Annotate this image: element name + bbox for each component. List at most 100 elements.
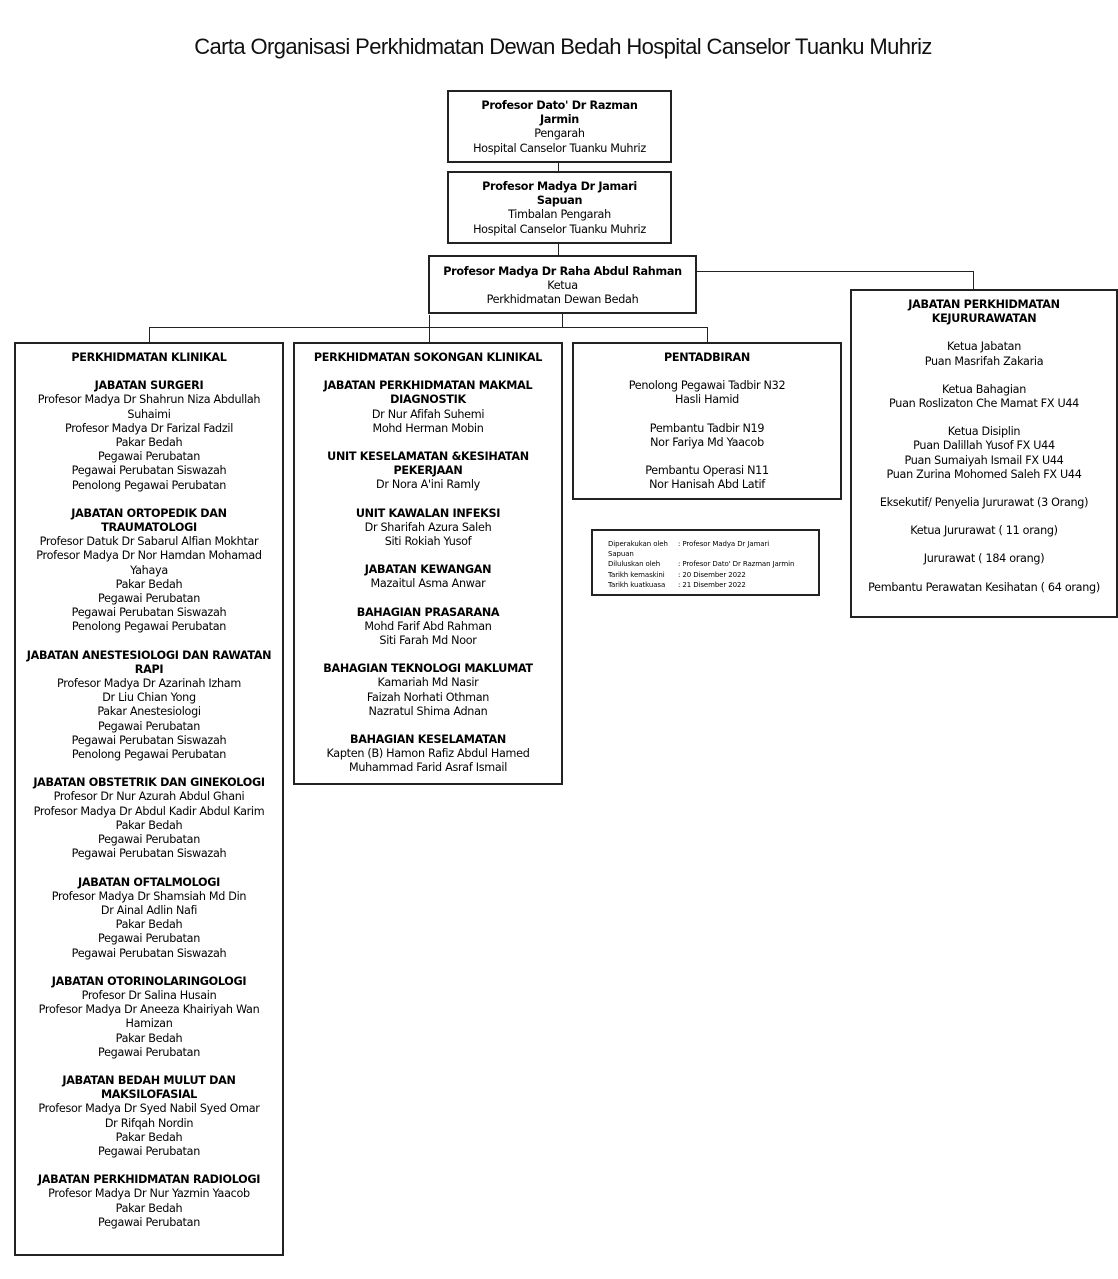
pentadbiran-title: PENTADBIRAN [664,351,750,364]
section-line: Pakar Bedah [115,1130,183,1144]
section-line: Pakar Bedah [115,818,183,832]
pengarah-org: Hospital Canselor Tuanku Muhriz [473,141,646,155]
approval-note-value: : Profesor Madya Dr Jamari [678,540,770,548]
section-line: Hasli Hamid [675,393,739,407]
section-line: Jururawat ( 184 orang) [923,552,1045,566]
section-heading: BAHAGIAN TEKNOLOGI MAKLUMAT [323,662,533,676]
section-line: Pegawai Perubatan [98,719,200,733]
section-heading: JABATAN ANESTESIOLOGI DAN RAWATAN RAPI [26,648,272,676]
section-line: Pembantu Tadbir N19 [649,421,765,435]
approval-note-label: Tarikh kemaskini [608,570,665,579]
ketua-org: Perkhidmatan Dewan Bedah [486,293,639,307]
connector-line [558,243,559,256]
pengarah-role: Pengarah [534,127,585,141]
connector-line [429,315,430,343]
section-line: Ketua Jabatan [946,340,1022,354]
ketua-role: Ketua [547,279,578,293]
section-line: Pegawai Perubatan [98,450,200,464]
approval-note-label: Diperakukan oleh [608,540,668,548]
section-line: Pakar Bedah [115,918,183,932]
connector-line [562,313,563,328]
section-line: Dr Liu Chian Yong [102,691,196,705]
section-line: Kamariah Md Nasir [377,676,479,690]
section-line: Profesor Madya Dr Nur Yazmin Yaacob [48,1187,250,1201]
ketua-name: Profesor Madya Dr Raha Abdul Rahman [443,265,682,278]
section-line: Penolong Pegawai Perubatan [71,748,227,762]
approval-note-value: : 20 Disember 2022 [678,570,746,579]
section-line: Pegawai Perubatan Siswazah [71,733,227,747]
section-line: Pegawai Perubatan Siswazah [71,464,227,478]
approval-note-row: Tarikh kuatkuasa : 21 Disember 2022 [608,580,818,590]
section-line: Pegawai Perubatan Siswazah [71,946,227,960]
approval-note-label: Tarikh kuatkuasa [608,580,666,589]
section-heading: BAHAGIAN PRASARANA [356,605,500,619]
section-heading: UNIT KAWALAN INFEKSI [355,506,501,520]
connector-line [558,162,559,173]
section-line: Pegawai Perubatan Siswazah [71,847,227,861]
approval-notes-box: Diperakukan oleh : Profesor Madya Dr Jama… [591,529,820,596]
section-heading: JABATAN BEDAH MULUT DAN MAKSILOFASIAL [62,1073,236,1102]
connector-line [695,271,974,272]
section-line: Profesor Madya Dr Nor Hamdan Mohamad Yah… [36,549,262,577]
section-line: Puan Zurina Mohomed Saleh FX U44 [886,467,1082,481]
connector-line [149,327,708,328]
timbalan-name: Profesor Madya Dr Jamari Sapuan [482,180,637,208]
section-line: Pegawai Perubatan [98,932,200,946]
sokongan-title: PERKHIDMATAN SOKONGAN KLINIKAL [313,351,543,364]
section-heading: JABATAN OBSTETRIK DAN GINEKOLOGI [33,776,265,790]
timbalan-box: Profesor Madya Dr Jamari Sapuan Timbalan… [447,171,672,244]
section-heading: UNIT KESELAMATAN &KESIHATAN PEKERJAAN [327,450,529,478]
section-line: Puan Roslizaton Che Mamat FX U44 [889,397,1079,411]
section-line: Profesor Madya Dr Aneeza Khairiyah Wan H… [38,1003,260,1031]
section-line: Nor Hanisah Abd Latif [649,478,765,492]
section-line: Mohd Farif Abd Rahman [364,619,492,633]
section-line: Pakar Bedah [115,1031,183,1045]
kejururawatan-section: Ketua Jururawat ( 11 orang) [852,524,1116,538]
timbalan-role: Timbalan Pengarah [508,208,611,222]
section-line: Nazratul Shima Adnan [368,704,488,718]
section-heading: JABATAN PERKHIDMATAN RADIOLOGI [37,1173,261,1187]
section-line: Dr Nora A'ini Ramly [376,478,480,492]
section-line: Penolong Pegawai Tadbir N32 [628,379,786,393]
section-line: Profesor Dr Nur Azurah Abdul Ghani [53,790,245,804]
section-line: Profesor Datuk Dr Sabarul Alfian Mokhtar [39,535,259,549]
section-heading: JABATAN PERKHIDMATAN MAKMAL DIAGNOSTIK [323,379,533,407]
timbalan-org: Hospital Canselor Tuanku Muhriz [473,222,646,236]
section-line: Profesor Madya Dr Abdul Kadir Abdul Kari… [33,804,265,818]
section-line: Puan Masrifah Zakaria [924,354,1044,368]
section-line: Dr Rifqah Nordin [104,1116,194,1130]
section-line: Pakar Bedah [115,1201,183,1215]
section-line: Muhammad Farid Asraf Ismail [348,761,508,775]
section-line: Profesor Madya Dr Shahrun Niza Abdullah … [37,393,261,421]
kejururawatan-title: JABATAN PERKHIDMATAN KEJURURAWATAN [908,298,1060,326]
section-line: Pakar Bedah [115,436,183,450]
approval-note-row: Sapuan [608,549,818,559]
section-line: Profesor Dr Salina Husain [81,988,217,1002]
approval-notes-rows: Diperakukan oleh : Profesor Madya Dr Jama… [608,539,818,590]
sokongan-sections: JABATAN PERKHIDMATAN MAKMAL DIAGNOSTIK Dr… [305,379,551,775]
approval-note-value: : 21 Disember 2022 [678,580,746,589]
section-line: Pegawai Perubatan [98,592,200,606]
section-line: Pegawai Perubatan [98,1215,200,1229]
kejururawatan-section: Pembantu Perawatan Kesihatan ( 64 orang) [852,581,1116,595]
sokongan-box: PERKHIDMATAN SOKONGAN KLINIKAL JABATAN P… [293,342,563,785]
section-line: Dr Ainal Adlin Nafi [100,903,198,917]
section-line: Pegawai Perubatan [98,833,200,847]
section-line: Pegawai Perubatan [98,1045,200,1059]
section-line: Mazaitul Asma Anwar [370,577,486,591]
